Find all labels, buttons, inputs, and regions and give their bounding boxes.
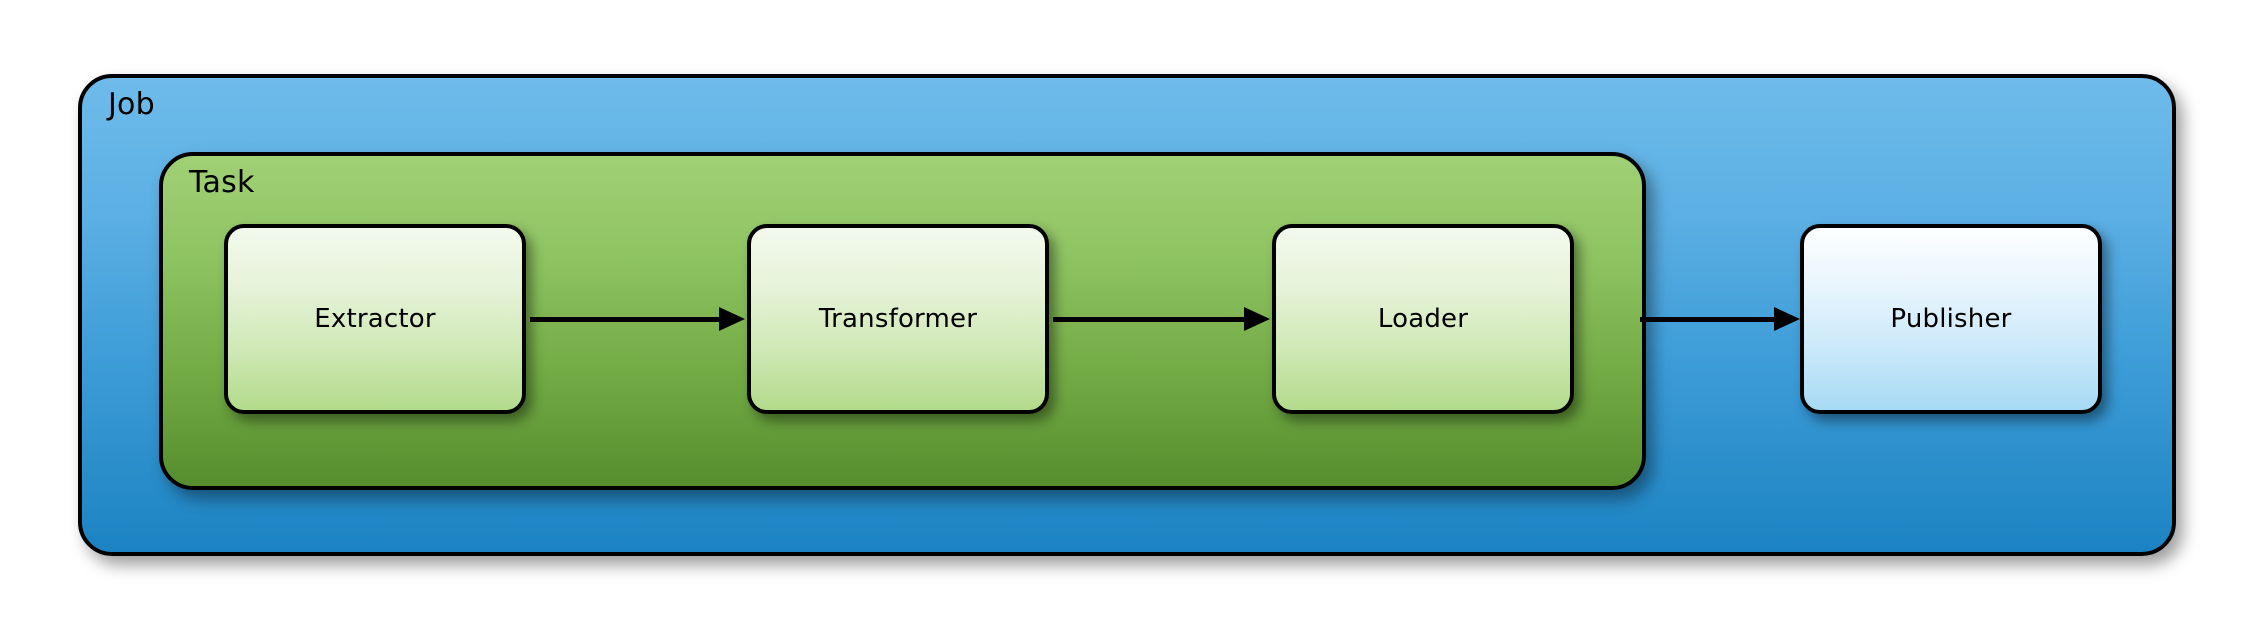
node-transformer-label: Transformer: [818, 304, 978, 334]
arrow-head-icon: [1774, 307, 1800, 331]
arrow-head-icon: [719, 307, 745, 331]
edge-extractor-to-transformer: [530, 307, 745, 331]
node-publisher[interactable]: Publisher: [1800, 224, 2102, 414]
node-publisher-label: Publisher: [1890, 304, 2012, 334]
node-loader-label: Loader: [1377, 304, 1469, 334]
node-extractor[interactable]: Extractor: [224, 224, 526, 414]
node-extractor-label: Extractor: [314, 304, 436, 334]
task-container-label: Task: [189, 165, 255, 200]
edge-transformer-to-loader: [1053, 307, 1270, 331]
edge-task-to-publisher: [1640, 307, 1800, 331]
arrow-shaft: [1640, 317, 1777, 322]
arrow-shaft: [1053, 317, 1247, 322]
job-container-label: Job: [108, 87, 155, 122]
arrow-shaft: [530, 317, 722, 322]
node-transformer[interactable]: Transformer: [747, 224, 1049, 414]
arrow-head-icon: [1244, 307, 1270, 331]
node-loader[interactable]: Loader: [1272, 224, 1574, 414]
